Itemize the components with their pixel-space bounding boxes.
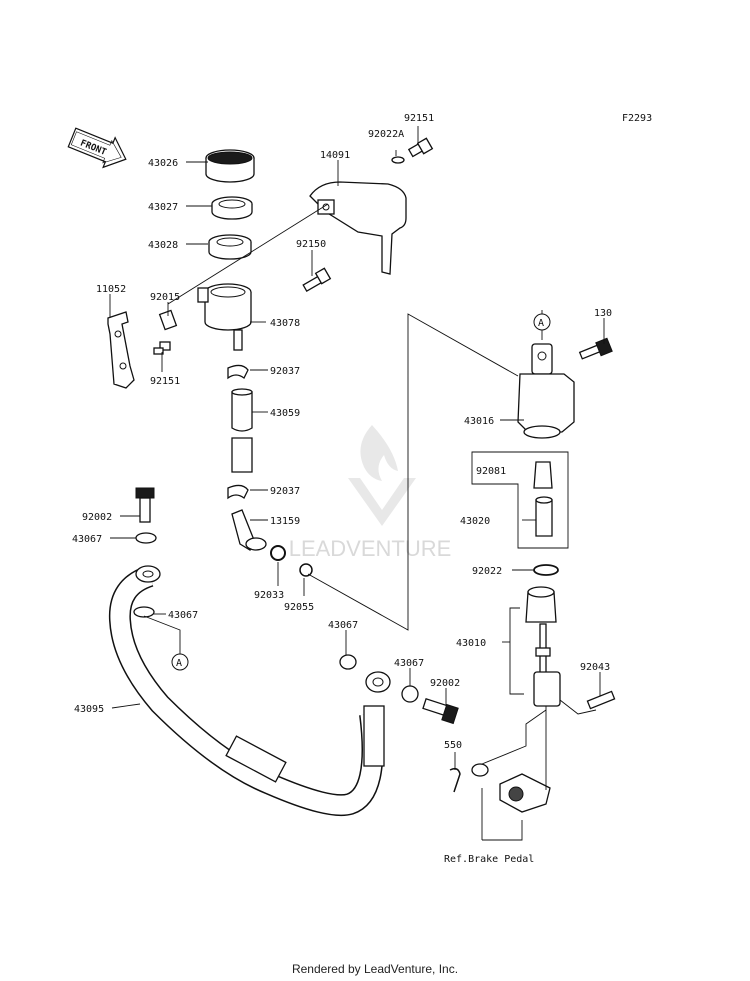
circlip-92022 bbox=[533, 564, 559, 576]
washer-43067-c bbox=[339, 654, 357, 670]
washer-pedal bbox=[471, 763, 489, 777]
part-labels: 92151 92022A 14091 43026 43027 43028 921… bbox=[72, 113, 612, 865]
label-92002-right: 92002 bbox=[430, 678, 460, 689]
reservoir-cover bbox=[309, 181, 407, 275]
label-11052: 11052 bbox=[96, 284, 126, 295]
label-550: 550 bbox=[444, 740, 462, 751]
watermark-logo bbox=[348, 425, 416, 526]
label-43059: 43059 bbox=[270, 408, 300, 419]
reservoir-cap bbox=[205, 149, 255, 183]
watermark-text: LEADVENTURE bbox=[289, 536, 452, 561]
figure-code: F2293 bbox=[622, 113, 652, 124]
label-43067-a: 43067 bbox=[72, 534, 102, 545]
hose-43059 bbox=[231, 388, 253, 473]
label-92002-left: 92002 bbox=[82, 512, 112, 523]
label-92151-left: 92151 bbox=[150, 376, 180, 387]
collar bbox=[158, 309, 178, 331]
washer-43067-d bbox=[401, 685, 419, 703]
callout-a-bottom: A bbox=[171, 653, 189, 671]
push-rod bbox=[533, 623, 561, 707]
reservoir-tank bbox=[197, 283, 252, 351]
label-92022a: 92022A bbox=[368, 129, 404, 140]
push-rod-boot bbox=[525, 586, 557, 623]
banjo-bolt-left bbox=[135, 487, 155, 523]
label-92037-a: 92037 bbox=[270, 366, 300, 377]
label-43026: 43026 bbox=[148, 158, 178, 169]
clamp-upper bbox=[227, 364, 249, 380]
label-14091: 14091 bbox=[320, 150, 350, 161]
piston-cup bbox=[533, 461, 553, 489]
label-43010: 43010 bbox=[456, 638, 486, 649]
label-43016: 43016 bbox=[464, 416, 494, 427]
label-92055: 92055 bbox=[284, 602, 314, 613]
diaphragm-plate bbox=[211, 196, 253, 220]
circlip-92033 bbox=[270, 545, 286, 561]
kit-box bbox=[471, 451, 569, 549]
banjo-right bbox=[365, 671, 391, 693]
washer-43067-a bbox=[135, 532, 157, 544]
callout-a-bottom-text: A bbox=[176, 658, 182, 669]
clamp-lower bbox=[227, 484, 249, 500]
label-43095: 43095 bbox=[74, 704, 104, 715]
bracket bbox=[107, 311, 135, 389]
bolt-top bbox=[407, 137, 434, 158]
label-43078: 43078 bbox=[270, 318, 300, 329]
label-92043: 92043 bbox=[580, 662, 610, 673]
footer-credit: Rendered by LeadVenture, Inc. bbox=[291, 962, 459, 976]
piston bbox=[535, 496, 553, 537]
label-43067-b: 43067 bbox=[168, 610, 198, 621]
label-92015: 92015 bbox=[150, 292, 180, 303]
bolt-130 bbox=[578, 337, 613, 360]
pin-92043 bbox=[586, 690, 616, 710]
label-43028: 43028 bbox=[148, 240, 178, 251]
label-92150: 92150 bbox=[296, 239, 326, 250]
banjo-bolt-right bbox=[422, 698, 459, 725]
label-92033: 92033 bbox=[254, 590, 284, 601]
diaphragm bbox=[208, 234, 252, 260]
front-arrow-icon: FRONT bbox=[67, 127, 127, 169]
label-92022: 92022 bbox=[472, 566, 502, 577]
leader-lines bbox=[109, 126, 605, 841]
hose-fitting bbox=[231, 509, 267, 551]
bracket-43010 bbox=[509, 607, 524, 695]
bolt-cover bbox=[302, 267, 332, 292]
label-43067-d: 43067 bbox=[394, 658, 424, 669]
hose-43095 bbox=[108, 565, 385, 817]
callout-a-top-text: A bbox=[538, 318, 544, 329]
label-92151-top: 92151 bbox=[404, 113, 434, 124]
label-43020: 43020 bbox=[460, 516, 490, 527]
label-43067-c: 43067 bbox=[328, 620, 358, 631]
label-130: 130 bbox=[594, 308, 612, 319]
o-ring-92055 bbox=[299, 563, 313, 577]
label-43027: 43027 bbox=[148, 202, 178, 213]
label-92081: 92081 bbox=[476, 466, 506, 477]
master-cylinder bbox=[517, 343, 575, 439]
label-92037-b: 92037 bbox=[270, 486, 300, 497]
washer-43067-b bbox=[133, 606, 155, 618]
bolt-left bbox=[153, 341, 171, 355]
label-ref-brake-pedal: Ref.Brake Pedal bbox=[444, 854, 534, 865]
washer-top bbox=[391, 156, 405, 164]
cotter-pin bbox=[449, 767, 461, 793]
callout-a-top: A bbox=[533, 313, 551, 331]
label-13159: 13159 bbox=[270, 516, 300, 527]
pedal-clevis bbox=[499, 773, 551, 813]
